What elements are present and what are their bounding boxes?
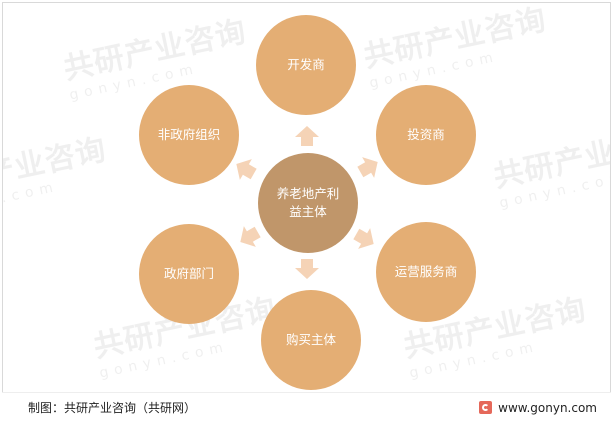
node-buyer: 购买主体 xyxy=(261,290,361,390)
node-developer-label: 开发商 xyxy=(287,57,325,72)
arrow-upper-left-icon xyxy=(236,159,257,180)
arrows-layer xyxy=(236,126,378,279)
node-government: 政府部门 xyxy=(139,224,239,324)
source-note: 制图：共研产业咨询（共研网） xyxy=(28,401,197,415)
arrow-down-icon xyxy=(295,259,319,279)
website-logo: www.gonyn.com xyxy=(479,401,597,415)
arrow-up-icon xyxy=(295,126,319,146)
node-ngo-label: 非政府组织 xyxy=(157,127,221,142)
node-ngo: 非政府组织 xyxy=(139,85,239,185)
website-url: www.gonyn.com xyxy=(498,400,597,415)
node-investor: 投资商 xyxy=(376,85,476,185)
node-buyer-label: 购买主体 xyxy=(285,332,336,347)
node-investor-label: 投资商 xyxy=(407,127,445,142)
center-node: 养老地产利益主体 xyxy=(258,153,358,253)
arrow-upper-right-icon xyxy=(357,157,378,178)
node-operator: 运营服务商 xyxy=(376,222,476,322)
node-operator-label: 运营服务商 xyxy=(394,264,458,279)
node-government-label: 政府部门 xyxy=(163,266,214,281)
node-developer: 开发商 xyxy=(256,15,356,115)
footer: 制图：共研产业咨询（共研网） www.gonyn.com xyxy=(2,392,611,422)
arrow-lower-left-icon xyxy=(240,226,261,247)
arrow-lower-right-icon xyxy=(353,228,374,249)
gonyn-logo-icon xyxy=(479,401,493,414)
center-node-label: 养老地产利益主体 xyxy=(276,186,340,219)
